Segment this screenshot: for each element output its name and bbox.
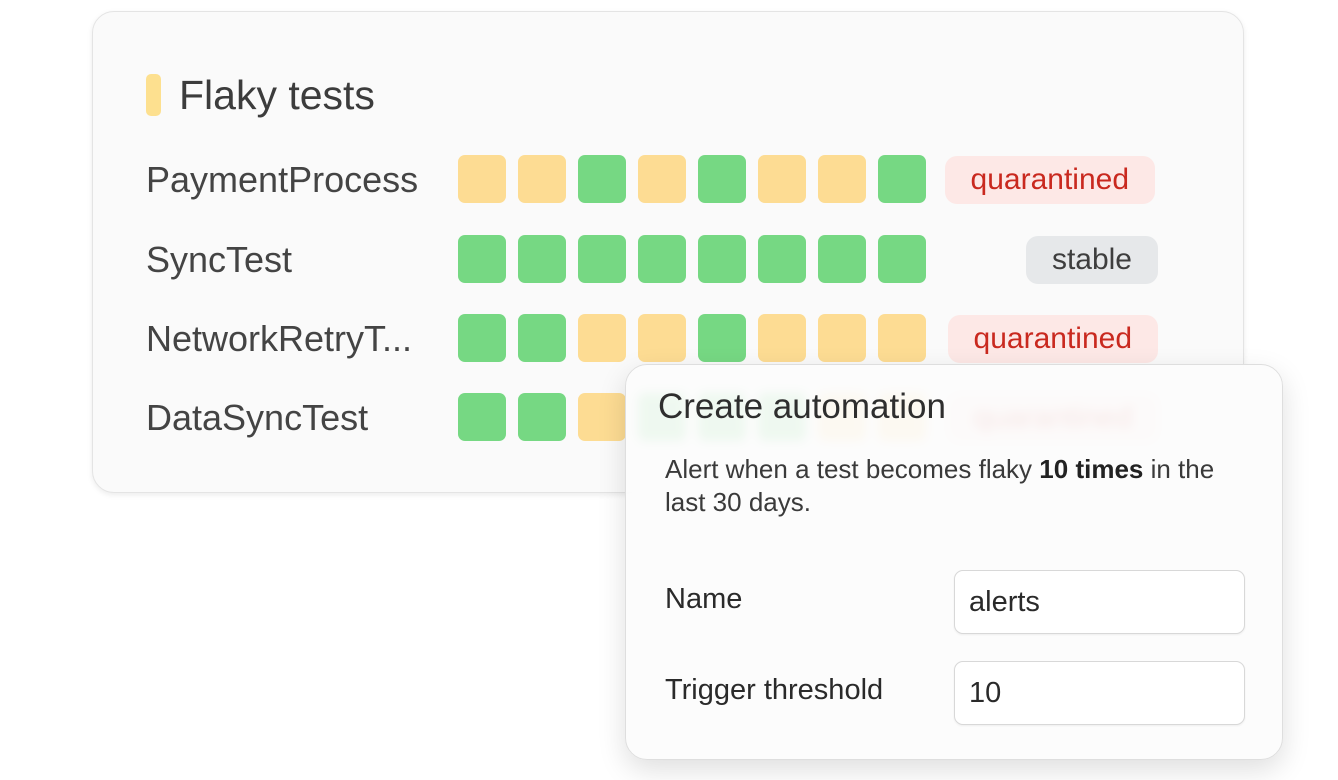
run-pass-cell[interactable] — [458, 393, 506, 441]
test-row[interactable]: PaymentProcess quarantined — [146, 155, 1226, 205]
run-flaky-cell[interactable] — [878, 314, 926, 362]
name-label: Name — [665, 583, 743, 615]
test-row[interactable]: NetworkRetryT... quarantined — [146, 314, 1226, 364]
description-text-end: in the last 30 days. — [665, 454, 1215, 517]
run-pass-cell[interactable] — [638, 235, 686, 283]
name-input[interactable] — [954, 570, 1245, 634]
description-text: Alert when a test becomes flaky — [665, 454, 1040, 484]
test-name[interactable]: NetworkRetryT... — [146, 318, 413, 359]
test-row[interactable]: SyncTest stable — [146, 235, 1226, 285]
run-flaky-cell[interactable] — [758, 314, 806, 362]
run-history — [458, 155, 926, 203]
card-title: Flaky tests — [179, 71, 375, 118]
run-pass-cell[interactable] — [698, 314, 746, 362]
card-header: Flaky tests — [146, 74, 375, 116]
run-pass-cell[interactable] — [518, 235, 566, 283]
run-pass-cell[interactable] — [698, 235, 746, 283]
run-flaky-cell[interactable] — [818, 314, 866, 362]
dialog-title: Create automation — [658, 387, 946, 426]
run-history — [458, 235, 926, 283]
test-name[interactable]: PaymentProcess — [146, 159, 419, 200]
run-pass-cell[interactable] — [458, 235, 506, 283]
header-accent-bar — [146, 74, 161, 116]
run-pass-cell[interactable] — [758, 235, 806, 283]
dialog-description: Alert when a test becomes flaky 10 times… — [665, 453, 1245, 519]
run-history — [458, 314, 926, 362]
run-flaky-cell[interactable] — [638, 155, 686, 203]
run-pass-cell[interactable] — [578, 155, 626, 203]
run-pass-cell[interactable] — [578, 235, 626, 283]
run-flaky-cell[interactable] — [818, 155, 866, 203]
run-pass-cell[interactable] — [818, 235, 866, 283]
status-badge: quarantined — [944, 156, 1155, 204]
status-badge: quarantined — [947, 315, 1158, 363]
run-flaky-cell[interactable] — [638, 314, 686, 362]
trigger-threshold-label: Trigger threshold — [665, 674, 884, 706]
run-pass-cell[interactable] — [458, 314, 506, 362]
trigger-threshold-input[interactable] — [954, 661, 1245, 725]
test-name[interactable]: SyncTest — [146, 239, 293, 280]
test-name[interactable]: DataSyncTest — [146, 397, 369, 438]
status-badge: stable — [1025, 236, 1158, 284]
run-flaky-cell[interactable] — [578, 314, 626, 362]
run-pass-cell[interactable] — [518, 393, 566, 441]
run-flaky-cell[interactable] — [458, 155, 506, 203]
run-flaky-cell[interactable] — [578, 393, 626, 441]
run-pass-cell[interactable] — [698, 155, 746, 203]
create-automation-dialog: Create automation Alert when a test beco… — [625, 364, 1283, 760]
run-pass-cell[interactable] — [878, 155, 926, 203]
run-flaky-cell[interactable] — [518, 155, 566, 203]
description-highlight: 10 times — [1039, 454, 1144, 484]
run-flaky-cell[interactable] — [758, 155, 806, 203]
run-pass-cell[interactable] — [518, 314, 566, 362]
run-pass-cell[interactable] — [878, 235, 926, 283]
